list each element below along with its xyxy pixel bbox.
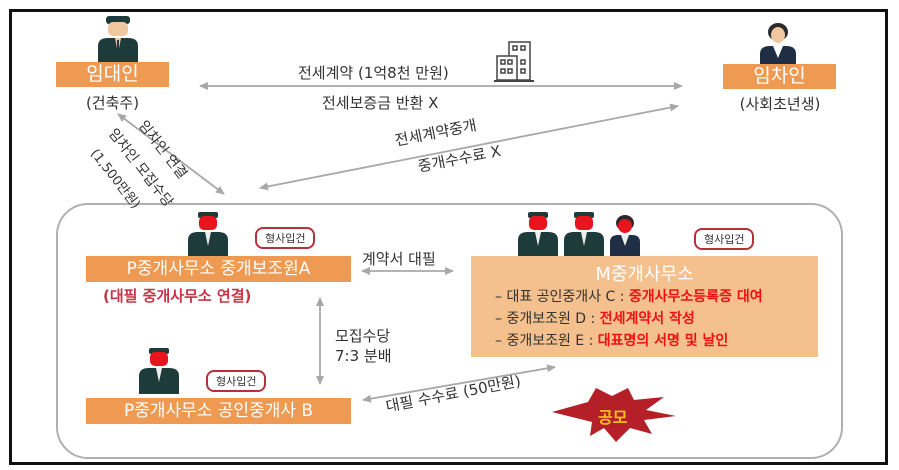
m-office-line-e: – 중개보조원 E : 대표명의 서명 및 날인 bbox=[495, 330, 728, 350]
m-office-line-c: – 대표 공인중개사 C : 중개사무소등록증 대여 bbox=[495, 286, 763, 306]
line-d-role: – 중개보조원 D : bbox=[495, 311, 600, 327]
m-office-box: M중개사무소 – 대표 공인중개사 C : 중개사무소등록증 대여 – 중개보조… bbox=[471, 256, 818, 357]
m-office-line-d: – 중개보조원 D : 전세계약서 작성 bbox=[495, 308, 695, 328]
landlord-subtitle: (건축주) bbox=[85, 94, 140, 112]
tenant-subtitle: (사회초년생) bbox=[739, 95, 821, 113]
landlord-label: 임대인 bbox=[56, 62, 169, 87]
tenant-label: 임차인 bbox=[723, 64, 836, 89]
outer-frame bbox=[9, 9, 888, 465]
criminal-case-tag-a: 형사입건 bbox=[255, 227, 316, 249]
line-c-role: – 대표 공인중개사 C : bbox=[495, 289, 629, 305]
agent-a-label: P중개사무소 중개보조원A bbox=[86, 256, 351, 282]
criminal-case-tag-b: 형사입건 bbox=[206, 370, 267, 392]
line-e-action: 대표명의 서명 및 날인 bbox=[597, 333, 729, 349]
commission-split-line1: 모집수당 bbox=[335, 327, 391, 345]
m-office-title: M중개사무소 bbox=[595, 264, 694, 285]
fraud-group-container bbox=[56, 203, 843, 459]
deposit-return-label: 전세보증금 반환 X bbox=[322, 94, 439, 112]
agent-b-label: P중개사무소 공인중개사 B bbox=[86, 398, 351, 424]
line-d-action: 전세계약서 작성 bbox=[599, 311, 695, 327]
lease-contract-label: 전세계약 (1억8천 만원) bbox=[298, 64, 449, 82]
conspiracy-label: 공모 bbox=[598, 408, 628, 427]
line-c-action: 중개사무소등록증 대여 bbox=[628, 289, 763, 305]
criminal-case-tag-m: 형사입건 bbox=[694, 228, 755, 250]
agent-a-subtitle: (대필 중개사무소 연결) bbox=[103, 287, 252, 305]
line-e-role: – 중개보조원 E : bbox=[495, 333, 598, 349]
commission-split-line2: 7:3 분배 bbox=[335, 347, 392, 365]
contract-forgery-label: 계약서 대필 bbox=[362, 250, 436, 268]
